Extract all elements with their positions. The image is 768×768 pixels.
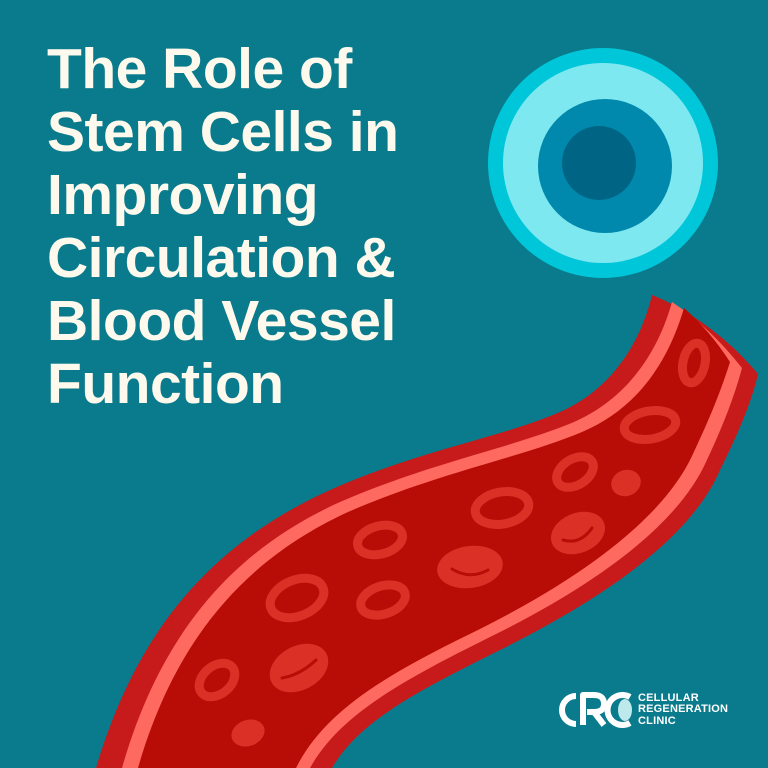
red-blood-cells [194,338,711,702]
title-line-4: Circulation & [47,226,396,290]
blood-vessel-icon [96,295,758,768]
page-title: The Role of Stem Cells in Improving Circ… [47,38,487,416]
clinic-name: CELLULAR REGENERATION CLINIC [638,691,729,728]
stem-cell-icon [488,48,718,278]
title-line-5: Blood Vessel [47,289,396,353]
clinic-name-line-3: CLINIC [638,714,676,727]
clinic-logo: CELLULAR REGENERATION CLINIC [556,690,728,730]
title-line-2: Stem Cells in [47,100,399,164]
title-line-1: The Role of [47,37,352,101]
crc-logo-icon [559,692,632,728]
clinic-name-line-1: CELLULAR [638,691,699,704]
clinic-name-line-2: REGENERATION [638,703,729,716]
title-line-6: Function [47,352,284,416]
title-line-3: Improving [47,163,319,227]
